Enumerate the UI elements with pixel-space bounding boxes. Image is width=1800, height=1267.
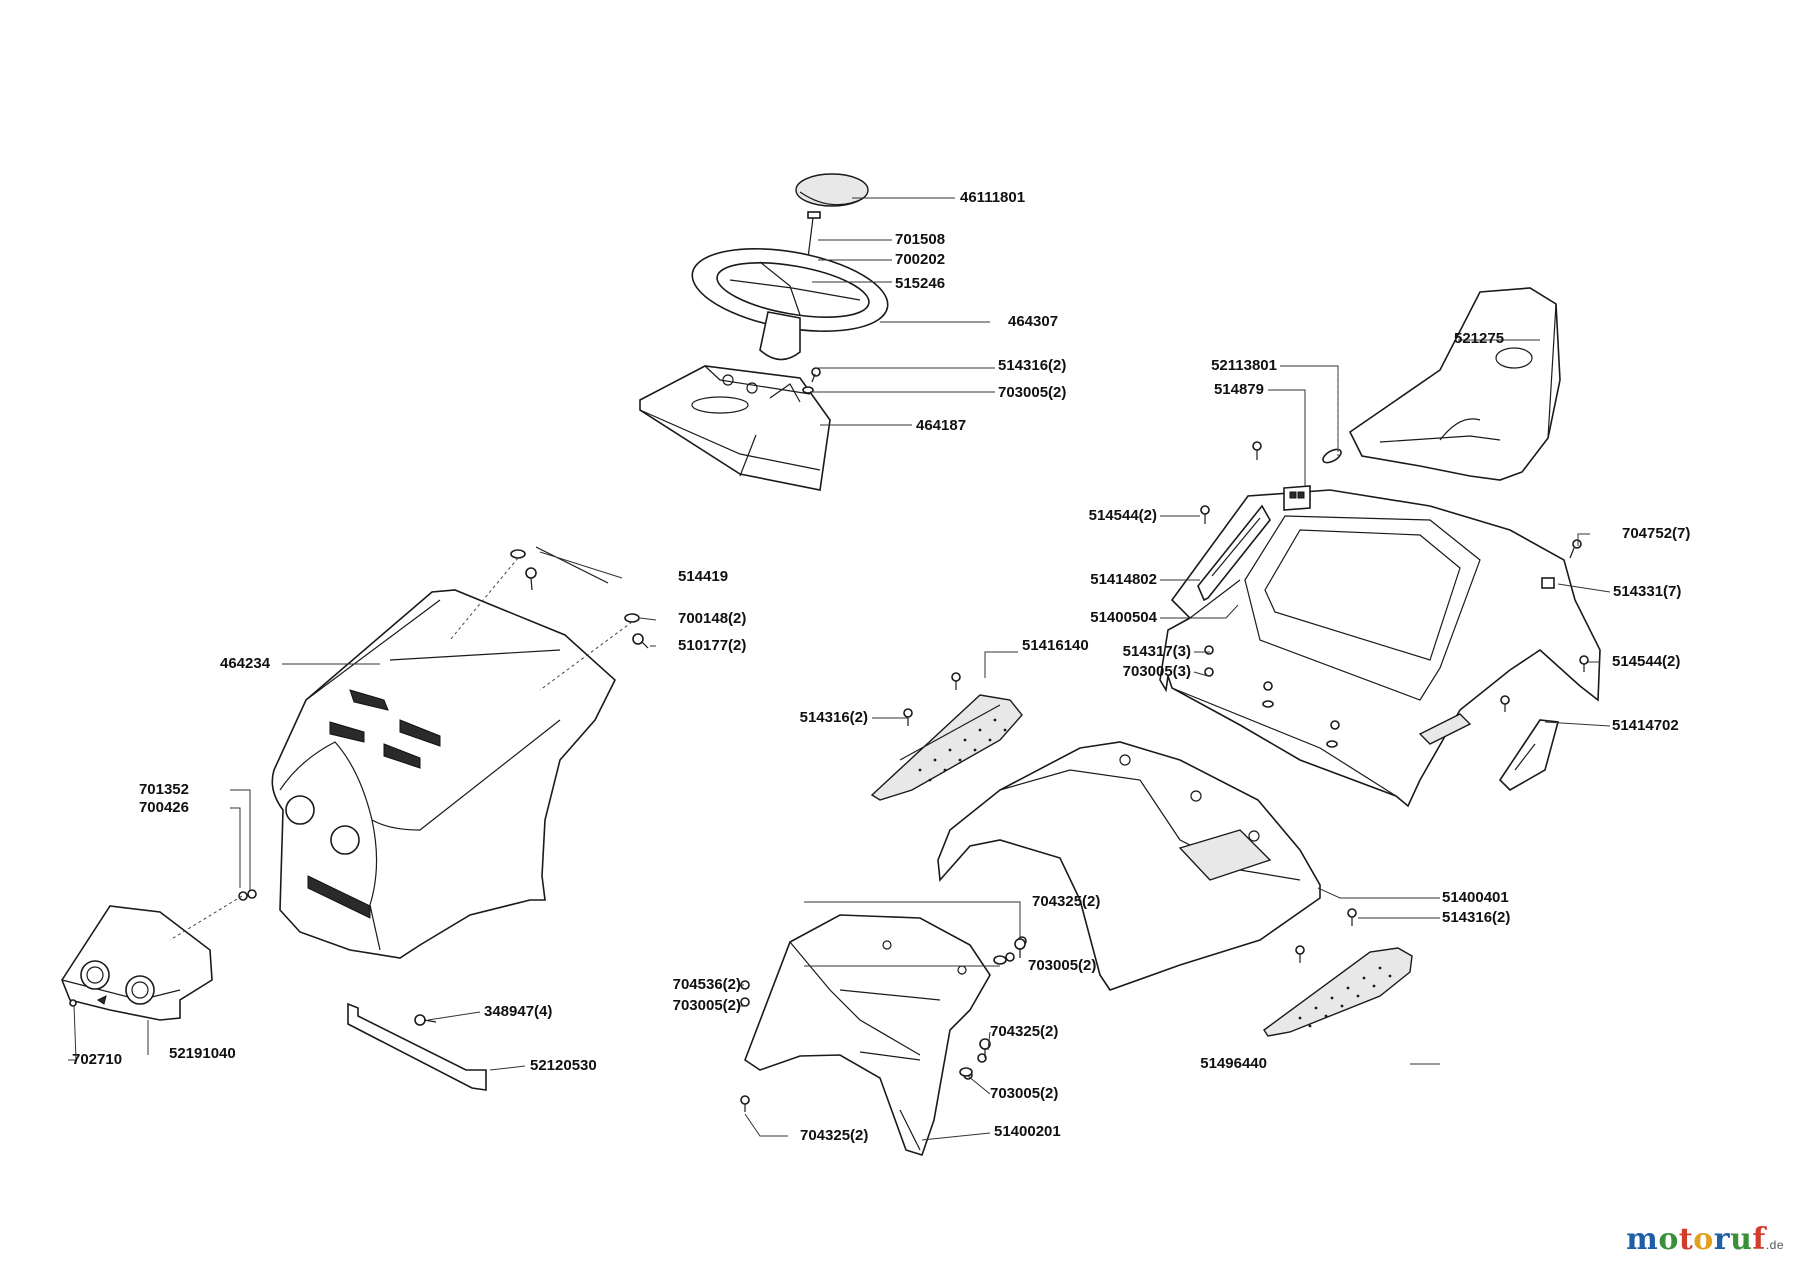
part-label-29: 704325(2) [1032, 893, 1101, 910]
rear-body-fasteners [1204, 539, 1589, 748]
hood-rod [535, 546, 609, 584]
part-label-1: 46111801 [960, 189, 1026, 206]
part-label-2: 701508 [895, 231, 946, 248]
part-label-15: 704752(7) [1622, 525, 1691, 542]
part-label-13: 51414802 [1090, 571, 1157, 588]
part-label-21: 51416140 [1022, 637, 1089, 654]
steering-cap [795, 173, 869, 207]
part-label-25: 514544(2) [1612, 653, 1681, 670]
part-label-40: 703005(2) [990, 1085, 1059, 1102]
watermark-letter: o [1693, 1222, 1714, 1257]
watermark-letter: f [1752, 1222, 1766, 1257]
watermark-letter: r [1713, 1222, 1731, 1257]
part-label-42: 704325(2) [800, 1127, 869, 1144]
part-label-43: 51400201 [994, 1123, 1061, 1140]
center-bolts [959, 938, 1026, 1077]
part-label-35: 348947(4) [484, 1003, 553, 1020]
part-label-17: 514419 [678, 568, 729, 585]
part-label-10: 52113801 [1211, 357, 1277, 374]
part-label-24: 514316(2) [799, 709, 868, 726]
part-label-7: 703005(2) [998, 384, 1067, 401]
part-label-34: 703005(2) [672, 997, 741, 1014]
part-label-4: 515246 [895, 275, 946, 292]
part-label-12: 514544(2) [1088, 507, 1157, 524]
part-label-41: 51496440 [1200, 1055, 1267, 1072]
part-label-37: 52191040 [169, 1045, 236, 1062]
watermark-suffix: .de [1765, 1238, 1784, 1252]
rear-side-bracket [1498, 719, 1560, 791]
part-label-27: 701352 [138, 781, 189, 798]
small-screw [802, 367, 821, 394]
dashboard-panel [639, 365, 831, 491]
watermark-letter: m [1626, 1222, 1659, 1257]
headlight-housing [61, 889, 257, 1021]
footboard-left [870, 672, 1023, 801]
part-label-23: 703005(3) [1122, 663, 1191, 680]
rear-body [1159, 489, 1601, 808]
part-label-5: 464307 [1008, 313, 1059, 330]
part-label-6: 514316(2) [998, 357, 1067, 374]
center-frame [937, 741, 1321, 991]
seat [1348, 287, 1561, 481]
part-label-9: 521275 [1454, 330, 1505, 347]
front-lower-cover [744, 914, 991, 1156]
part-label-3: 700202 [895, 251, 946, 268]
part-label-26: 51414702 [1612, 717, 1679, 734]
footboard-right [1263, 908, 1413, 1037]
part-label-39: 704325(2) [990, 1023, 1059, 1040]
seat-pin [1322, 448, 1342, 464]
leader-lines [68, 197, 1611, 1141]
seat-switch [1283, 485, 1311, 511]
part-label-19: 510177(2) [678, 637, 747, 654]
part-label-36: 702710 [72, 1051, 123, 1068]
part-label-20: 464234 [220, 655, 271, 672]
dashed-assembly-lines [169, 370, 1339, 941]
watermark-letter: o [1658, 1222, 1679, 1257]
side-trim-strip [1197, 441, 1271, 602]
mounting-bracket [347, 1002, 487, 1091]
steering-bolt [807, 211, 821, 259]
part-label-11: 514879 [1213, 381, 1264, 398]
part-label-18: 700148(2) [678, 610, 747, 627]
part-label-14: 51400504 [1090, 609, 1157, 626]
part-label-32: 514316(2) [1442, 909, 1511, 926]
part-label-33: 704536(2) [672, 976, 741, 993]
part-label-16: 514331(7) [1613, 583, 1682, 600]
watermark-logo: motoruf.de [1626, 1222, 1784, 1257]
watermark-letter: u [1730, 1222, 1753, 1257]
steering-wheel [691, 248, 889, 361]
part-label-8: 464187 [916, 417, 967, 434]
front-hood [271, 589, 616, 959]
part-label-31: 51400401 [1442, 889, 1509, 906]
hood-washers-bolts [510, 549, 649, 649]
part-label-22: 514317(3) [1122, 643, 1191, 660]
watermark-letter: t [1678, 1222, 1694, 1257]
part-label-30: 703005(2) [1028, 957, 1097, 974]
part-label-38: 52120530 [530, 1057, 597, 1074]
part-label-28: 700426 [138, 799, 189, 816]
